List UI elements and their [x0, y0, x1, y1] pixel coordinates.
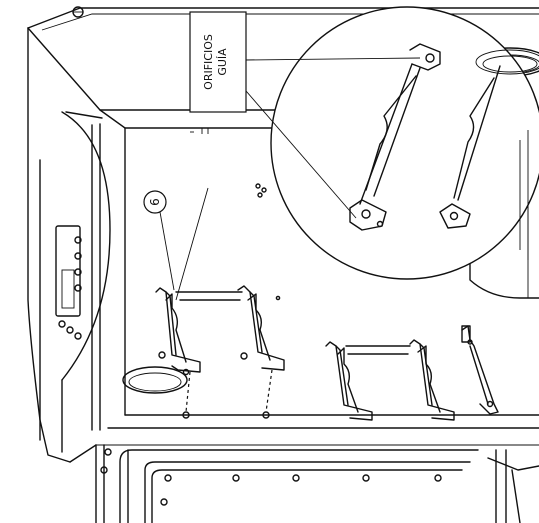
guide-holes-label: ORIFICIOS GUÍA: [189, 11, 247, 113]
bracket-pair-left: [155, 285, 285, 373]
magnifier-callout: [175, 6, 539, 301]
leader-line-top: [244, 57, 421, 61]
part-number-label: 6: [148, 198, 162, 206]
top-screw-icon: [72, 6, 84, 18]
part-number-marker: 6: [143, 190, 175, 291]
inner-floor: [96, 127, 539, 446]
leader-line-detail: [175, 187, 209, 301]
bracket-screws-left: [158, 351, 273, 419]
duct-opening: [122, 366, 190, 394]
guide-holes-label-line1: ORIFICIOS: [202, 34, 215, 90]
control-panel: [27, 27, 111, 463]
guide-holes-label-line2: GUÍA: [216, 48, 229, 76]
side-rail: [461, 325, 499, 415]
bracket-pair-right: [325, 339, 455, 421]
drawer-frame: [95, 444, 539, 523]
leader-line-bottom: [239, 83, 357, 219]
